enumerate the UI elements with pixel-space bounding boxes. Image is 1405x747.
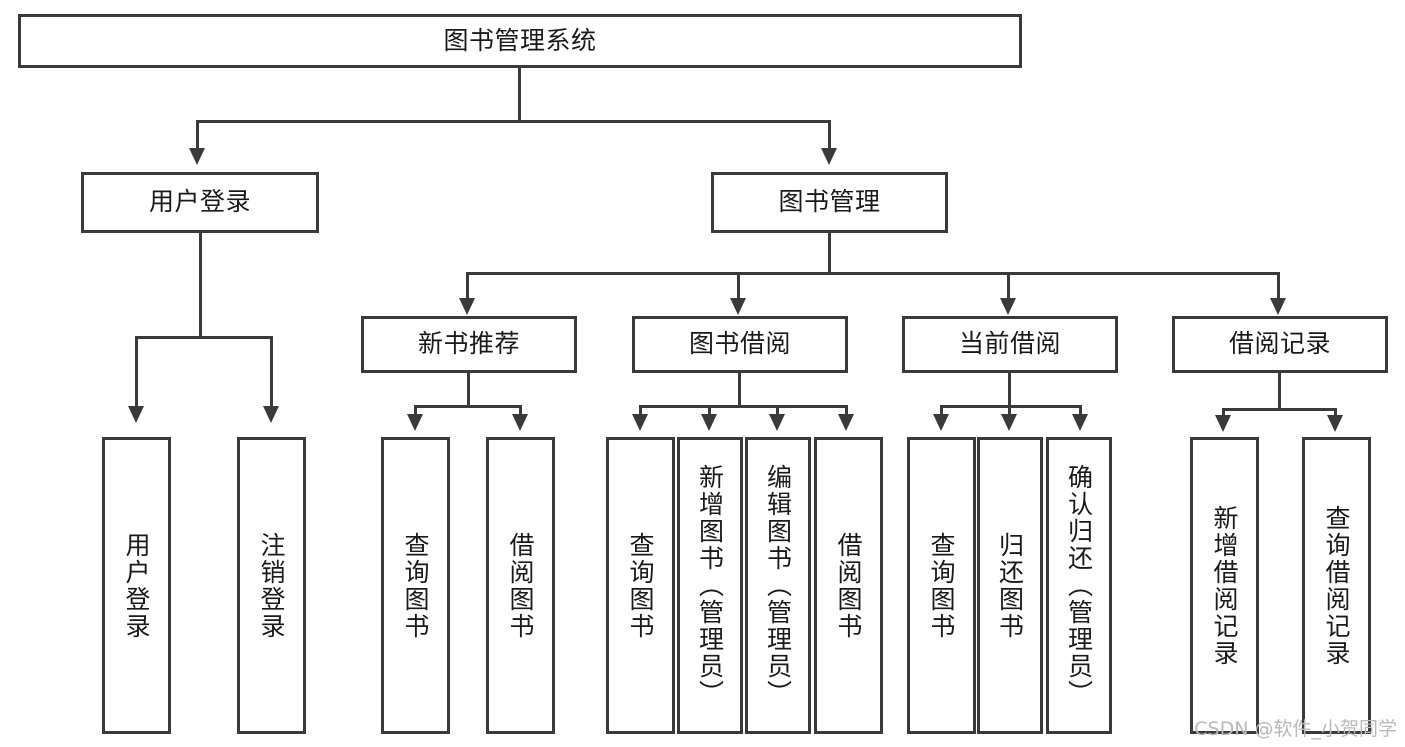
connector-user-login-bus bbox=[135, 336, 273, 339]
arrow-cb-leaf-3 bbox=[1072, 414, 1088, 431]
connector-bb-drop-3 bbox=[776, 405, 779, 417]
leaf-return-book[interactable]: 归还图书 bbox=[977, 437, 1043, 734]
node-root-system[interactable]: 图书管理系统 bbox=[18, 14, 1022, 68]
connector-bb-bus bbox=[639, 405, 847, 408]
connector-book-management-stem bbox=[828, 233, 831, 273]
leaf-return-book-label: 归还图书 bbox=[995, 531, 1025, 640]
connector-root-bus bbox=[196, 120, 831, 123]
node-borrow-record[interactable]: 借阅记录 bbox=[1172, 316, 1388, 373]
node-current-borrow-label: 当前借阅 bbox=[958, 329, 1061, 359]
leaf-query-book-2[interactable]: 查询图书 bbox=[606, 437, 675, 734]
leaf-query-book-3-label: 查询图书 bbox=[927, 531, 956, 640]
leaf-query-book-2-label: 查询图书 bbox=[626, 531, 655, 640]
connector-book-management-bus bbox=[466, 272, 1280, 275]
watermark-text: CSDN @软件_小贺同学 bbox=[1194, 718, 1397, 740]
leaf-borrow-book-1[interactable]: 借阅图书 bbox=[486, 437, 555, 734]
arrow-br-leaf-1 bbox=[1215, 415, 1231, 432]
connector-nbr-stem bbox=[467, 373, 470, 406]
arrow-cb-leaf-2 bbox=[1001, 414, 1017, 431]
leaf-logout[interactable]: 注销登录 bbox=[237, 437, 306, 734]
leaf-edit-book[interactable]: 编辑图书（管理员） bbox=[745, 437, 811, 734]
connector-br-drop-1 bbox=[1222, 408, 1225, 418]
connector-bb-drop-4 bbox=[845, 405, 848, 417]
arrow-root-to-user-login bbox=[189, 148, 205, 165]
leaf-add-book-label: 新增图书（管理员） bbox=[695, 464, 725, 707]
connector-bm-drop-1 bbox=[466, 272, 469, 300]
node-book-management[interactable]: 图书管理 bbox=[711, 172, 948, 233]
leaf-add-record-label: 新增借阅记录 bbox=[1210, 504, 1239, 667]
node-new-book-recommend[interactable]: 新书推荐 bbox=[361, 316, 577, 373]
connector-user-login-drop-1 bbox=[135, 336, 138, 408]
leaf-user-login-label: 用户登录 bbox=[122, 531, 151, 640]
connector-user-login-stem bbox=[199, 233, 202, 336]
arrow-nbr-leaf-1 bbox=[407, 414, 423, 431]
leaf-add-book[interactable]: 新增图书（管理员） bbox=[677, 437, 743, 734]
node-user-login-label: 用户登录 bbox=[148, 187, 251, 217]
arrow-user-login-leaf-2 bbox=[263, 406, 279, 423]
node-current-borrow[interactable]: 当前借阅 bbox=[902, 316, 1118, 373]
arrow-bm-to-new-book-recommend bbox=[459, 298, 475, 315]
connector-bb-drop-2 bbox=[708, 405, 711, 417]
connector-nbr-bus bbox=[414, 405, 522, 408]
connector-cb-drop-1 bbox=[940, 405, 943, 417]
connector-bb-stem bbox=[738, 373, 741, 406]
node-book-management-label: 图书管理 bbox=[778, 187, 881, 217]
arrow-bm-to-book-borrow bbox=[730, 298, 746, 315]
connector-bm-drop-3 bbox=[1007, 272, 1010, 300]
leaf-edit-book-label: 编辑图书（管理员） bbox=[763, 464, 793, 707]
connector-root-stem bbox=[518, 68, 521, 120]
connector-cb-drop-3 bbox=[1079, 405, 1082, 417]
connector-bm-drop-2 bbox=[737, 272, 740, 300]
node-book-borrow-label: 图书借阅 bbox=[688, 329, 791, 359]
connector-root-to-user-login bbox=[196, 120, 199, 150]
arrow-cb-leaf-1 bbox=[933, 414, 949, 431]
leaf-query-book-3[interactable]: 查询图书 bbox=[907, 437, 976, 734]
leaf-query-book-1-label: 查询图书 bbox=[401, 531, 430, 640]
leaf-borrow-book-2[interactable]: 借阅图书 bbox=[814, 437, 883, 734]
leaf-query-record[interactable]: 查询借阅记录 bbox=[1302, 437, 1371, 734]
connector-br-bus bbox=[1222, 408, 1337, 411]
connector-br-drop-2 bbox=[1334, 408, 1337, 418]
leaf-query-book-1[interactable]: 查询图书 bbox=[381, 437, 450, 734]
leaf-add-record[interactable]: 新增借阅记录 bbox=[1190, 437, 1259, 734]
arrow-br-leaf-2 bbox=[1327, 415, 1343, 432]
node-root-system-label: 图书管理系统 bbox=[443, 25, 597, 55]
node-user-login[interactable]: 用户登录 bbox=[81, 172, 319, 233]
connector-bm-drop-4 bbox=[1277, 272, 1280, 300]
connector-user-login-drop-2 bbox=[270, 336, 273, 408]
leaf-logout-label: 注销登录 bbox=[257, 531, 286, 640]
connector-cb-drop-2 bbox=[1008, 405, 1011, 417]
arrow-bb-leaf-1 bbox=[632, 414, 648, 431]
arrow-root-to-book-management bbox=[821, 148, 837, 165]
leaf-user-login[interactable]: 用户登录 bbox=[102, 437, 171, 734]
connector-nbr-drop-1 bbox=[414, 405, 417, 417]
connector-nbr-drop-2 bbox=[519, 405, 522, 417]
connector-cb-bus bbox=[940, 405, 1082, 408]
node-borrow-record-label: 借阅记录 bbox=[1228, 329, 1331, 359]
connector-br-stem bbox=[1278, 373, 1281, 409]
arrow-bm-to-current-borrow bbox=[1000, 298, 1016, 315]
leaf-confirm-return[interactable]: 确认归还（管理员） bbox=[1046, 437, 1112, 734]
arrow-bb-leaf-4 bbox=[838, 414, 854, 431]
arrow-nbr-leaf-2 bbox=[512, 414, 528, 431]
leaf-confirm-return-label: 确认归还（管理员） bbox=[1064, 464, 1094, 707]
leaf-borrow-book-2-label: 借阅图书 bbox=[834, 531, 863, 640]
connector-bb-drop-1 bbox=[639, 405, 642, 417]
arrow-bm-to-borrow-record bbox=[1270, 298, 1286, 315]
leaf-borrow-book-1-label: 借阅图书 bbox=[506, 531, 535, 640]
arrow-bb-leaf-2 bbox=[701, 414, 717, 431]
node-book-borrow[interactable]: 图书借阅 bbox=[632, 316, 848, 373]
arrow-bb-leaf-3 bbox=[769, 414, 785, 431]
node-new-book-recommend-label: 新书推荐 bbox=[417, 329, 520, 359]
leaf-query-record-label: 查询借阅记录 bbox=[1322, 504, 1351, 667]
connector-root-to-book-management bbox=[828, 120, 831, 150]
connector-cb-stem bbox=[1008, 373, 1011, 406]
arrow-user-login-leaf-1 bbox=[128, 406, 144, 423]
